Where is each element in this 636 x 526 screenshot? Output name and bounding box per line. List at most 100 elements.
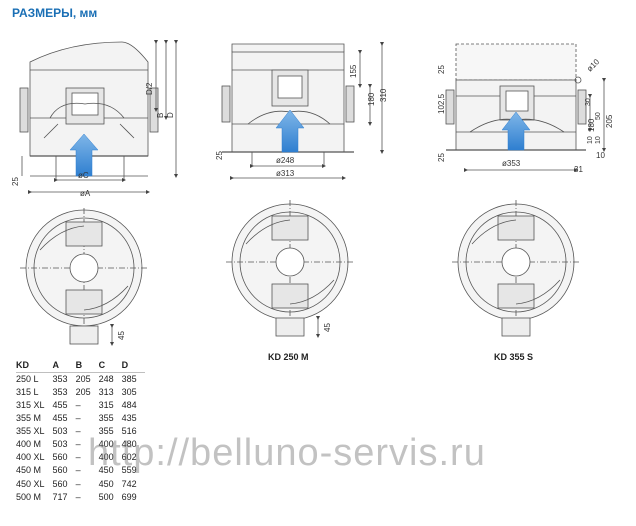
top-view-left	[20, 208, 148, 346]
dim-left-d: D	[166, 112, 175, 118]
cell: –	[75, 452, 81, 463]
table-row: 400 M 503– 400 480	[16, 438, 145, 451]
caption-kd250m: KD 250 M	[268, 352, 309, 362]
table-row: 500 M 717– 500 699	[16, 491, 145, 504]
table-row: 400 XL 560– 400 602	[16, 451, 145, 464]
cell: 400	[98, 439, 114, 450]
col-header-b: B	[75, 360, 99, 373]
cell: –	[75, 478, 81, 489]
cell: 717	[52, 491, 68, 502]
dim-right-25-top: 25	[437, 65, 446, 74]
cell: 315 XL	[16, 400, 45, 411]
table-row: 355 M 455– 355 435	[16, 412, 145, 425]
table-row: 315 XL 455– 315 484	[16, 399, 145, 412]
top-view-middle	[226, 200, 354, 338]
dim-mid-155: 155	[349, 64, 358, 78]
cell: 205	[75, 386, 91, 397]
dim-left-a: øA	[80, 189, 91, 198]
cell: –	[75, 426, 81, 437]
dim-left-b: B	[156, 113, 165, 118]
cell: 742	[121, 478, 137, 489]
airflow-arrow-middle	[275, 109, 305, 153]
cell: 450	[98, 478, 114, 489]
cell: 400	[98, 452, 114, 463]
cell: 450 XL	[16, 478, 45, 489]
cell: 355 M	[16, 413, 42, 424]
dim-right-10a: 10	[587, 136, 594, 144]
cell: 500 M	[16, 491, 42, 502]
cell: 353	[52, 386, 68, 397]
cell: 205	[75, 373, 91, 384]
dim-mid-c: ø248	[276, 156, 295, 165]
cell: –	[75, 439, 81, 450]
col-header-d: D	[121, 360, 145, 373]
dim-right-31: 31	[574, 165, 583, 174]
dim-left-c: øC	[78, 171, 89, 180]
cell: 480	[121, 439, 137, 450]
cell: 385	[121, 373, 137, 384]
dim-mid-25: 25	[215, 151, 224, 160]
dim-right-50: 50	[595, 112, 602, 120]
dim-bottom-45-left: 45	[117, 331, 126, 340]
cell: 455	[52, 413, 68, 424]
table-row: 250 L 353 205 248 385	[16, 373, 145, 387]
cell: –	[75, 491, 81, 502]
dim-right-1025: 102,5	[437, 93, 446, 114]
cell: 250 L	[16, 373, 39, 384]
side-view-generic	[19, 40, 178, 194]
cell: 400 M	[16, 439, 42, 450]
cell: 503	[52, 426, 68, 437]
cell: 355 XL	[16, 426, 45, 437]
side-view-kd355s	[445, 43, 606, 172]
cell: 699	[121, 491, 137, 502]
cell: 435	[121, 413, 137, 424]
airflow-arrow-left	[69, 133, 99, 177]
cell: 355	[98, 426, 114, 437]
page-title: РАЗМЕРЫ, мм	[12, 6, 98, 20]
cell: 500	[98, 491, 114, 502]
table-header-row: KD A B C D	[16, 360, 145, 373]
dim-right-10b: 10	[595, 136, 602, 144]
watermark: http://belluno-servis.ru	[88, 432, 486, 474]
top-view-right	[452, 200, 580, 337]
cell: 503	[52, 439, 68, 450]
cell: 450 M	[16, 465, 42, 476]
dim-right-30: 30	[585, 98, 592, 106]
cell: 353	[52, 373, 68, 384]
dim-mid-310: 310	[379, 88, 388, 102]
cell: 315	[98, 400, 114, 411]
dim-right-10c: 10	[596, 151, 605, 160]
cell: –	[75, 400, 81, 411]
col-header-kd: KD	[16, 360, 53, 373]
cell: 560	[52, 452, 68, 463]
dim-right-205: 205	[605, 114, 614, 128]
cell: 455	[52, 400, 68, 411]
dim-bottom-45-middle: 45	[323, 323, 332, 332]
table-row: 355 XL 503– 355 516	[16, 425, 145, 438]
cell: 484	[121, 400, 137, 411]
cell: 313	[98, 386, 114, 397]
col-header-a: A	[52, 360, 76, 373]
cell: 248	[98, 373, 114, 384]
airflow-arrow-right	[501, 111, 531, 151]
dim-right-25: 25	[437, 153, 446, 162]
cell: 602	[121, 452, 137, 463]
dim-mid-a: ø313	[276, 169, 295, 178]
cell: 559	[121, 465, 137, 476]
caption-kd355s: KD 355 S	[494, 352, 534, 362]
cell: 305	[121, 386, 137, 397]
dim-left-d2: D/2	[145, 82, 154, 95]
cell: –	[75, 465, 81, 476]
cell: –	[75, 413, 81, 424]
dim-right-a: ø353	[502, 159, 521, 168]
dim-right-o10: ø10	[585, 57, 602, 74]
cell: 516	[121, 426, 137, 437]
cell: 560	[52, 465, 68, 476]
cell: 400 XL	[16, 452, 45, 463]
cell: 355	[98, 413, 114, 424]
